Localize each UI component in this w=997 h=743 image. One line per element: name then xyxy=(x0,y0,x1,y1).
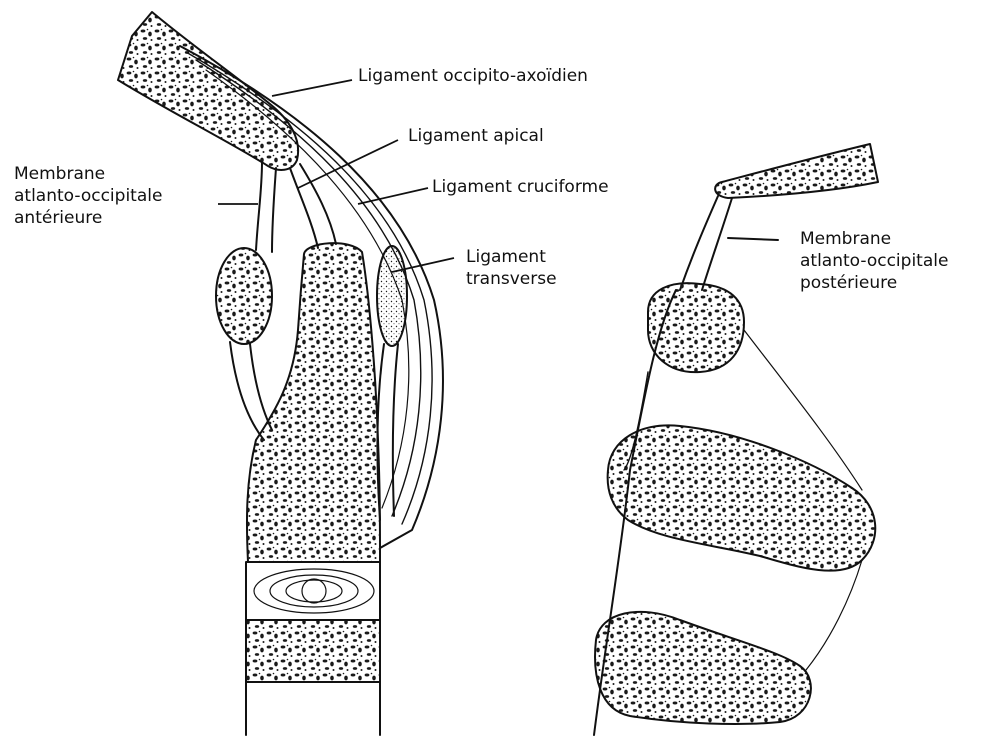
anterior-membrane xyxy=(256,162,262,250)
interspinous-line-2 xyxy=(806,560,862,670)
c3-vertebra xyxy=(246,620,380,682)
label-ligament-apical: Ligament apical xyxy=(408,125,544,147)
label-ligament-transverse: Ligament transverse xyxy=(466,246,557,290)
label-line-1: Ligament xyxy=(466,246,557,268)
label-line-2: atlanto-occipitale xyxy=(800,250,948,272)
anterior-ligament-lower-2 xyxy=(250,344,272,430)
transverse-ligament xyxy=(377,246,407,346)
anterior-membrane-2 xyxy=(272,168,276,252)
label-text: Ligament cruciforme xyxy=(432,176,609,198)
label-text: Ligament occipito-axoïdien xyxy=(358,65,588,87)
axis-spinous-process xyxy=(608,425,876,570)
posterior-membrane-2 xyxy=(702,198,732,290)
posterior-membrane xyxy=(680,196,718,290)
label-ligament-cruciforme: Ligament cruciforme xyxy=(432,176,609,198)
label-membrane-anterieure: Membrane atlanto-occipitale antérieure xyxy=(14,163,162,229)
leader-cruciforme xyxy=(358,188,428,204)
leader-apical xyxy=(298,140,398,188)
label-text: Ligament apical xyxy=(408,125,544,147)
label-line-1: Membrane xyxy=(14,163,162,185)
occipital-bone-right xyxy=(715,144,878,198)
leader-occipito-axoidien xyxy=(272,80,352,96)
label-membrane-posterieure: Membrane atlanto-occipitale postérieure xyxy=(800,228,948,294)
c3-spinous-process xyxy=(595,612,811,724)
label-line-1: Membrane xyxy=(800,228,948,250)
occipital-bone-left xyxy=(118,12,298,170)
label-line-2: atlanto-occipitale xyxy=(14,185,162,207)
label-line-2: transverse xyxy=(466,268,557,290)
label-line-3: postérieure xyxy=(800,272,948,294)
apical-ligament-2 xyxy=(300,164,336,244)
intervertebral-disc xyxy=(246,562,380,620)
membrane-pointer xyxy=(728,238,778,240)
label-line-3: antérieure xyxy=(14,207,162,229)
label-ligament-occipito-axoidien: Ligament occipito-axoïdien xyxy=(358,65,588,87)
atlas-anterior-arch xyxy=(216,248,272,344)
transverse-lower-2 xyxy=(393,344,398,516)
